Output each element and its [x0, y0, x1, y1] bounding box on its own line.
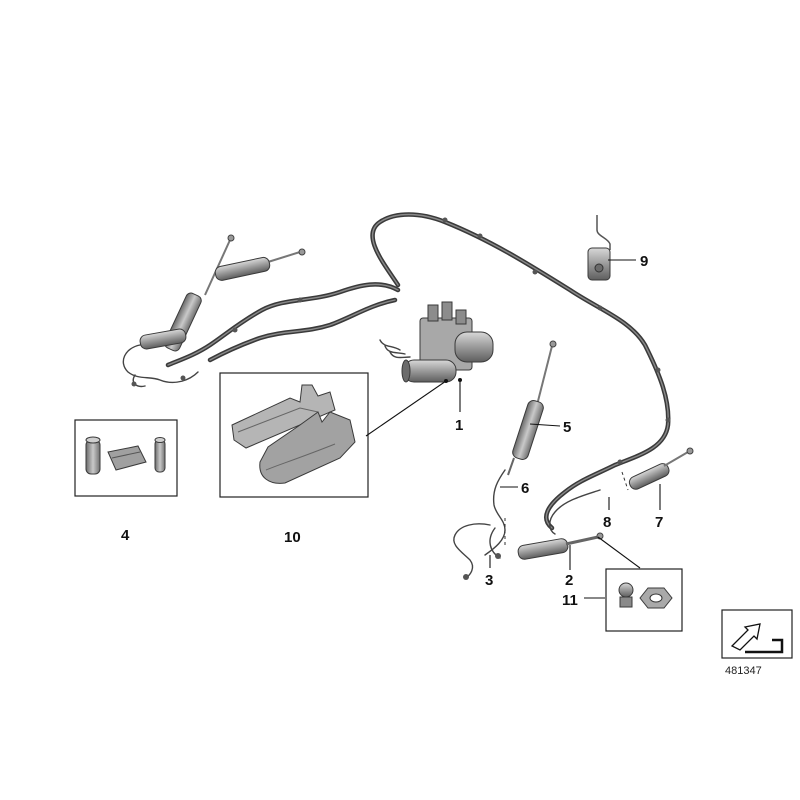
callout-3: 3: [485, 572, 493, 589]
callout-6: 6: [521, 480, 529, 497]
hydraulic-cylinder-2: [517, 532, 604, 560]
callout-4: 4: [121, 527, 130, 544]
detail-box-4: [74, 419, 178, 497]
hydraulic-cylinder-7: [549, 447, 694, 535]
gas-strut-5: [507, 340, 557, 476]
callout-11: 11: [562, 592, 578, 609]
callout-9: 9: [640, 253, 648, 270]
callout-10: 10: [284, 529, 301, 546]
diagram-reference-number: 481347: [725, 665, 762, 677]
reference-icon-box: [721, 609, 793, 659]
detail-box-10: [219, 372, 369, 498]
filler-fitting-9: [587, 215, 611, 281]
hydraulic-hose-line-main: [165, 212, 671, 531]
cylinder-bracket-hose: [453, 469, 506, 580]
detail-box-11: [605, 568, 683, 632]
direction-arrow-icon: [730, 623, 761, 651]
callout-8: 8: [603, 514, 611, 531]
left-hydraulic-cylinder-assembly: [122, 234, 306, 388]
hydraulic-pump-unit: [379, 301, 494, 383]
callout-1: 1: [455, 417, 463, 434]
callout-7: 7: [655, 514, 663, 531]
callout-5: 5: [563, 419, 571, 436]
leader-lines: [365, 259, 661, 599]
callout-2: 2: [565, 572, 573, 589]
